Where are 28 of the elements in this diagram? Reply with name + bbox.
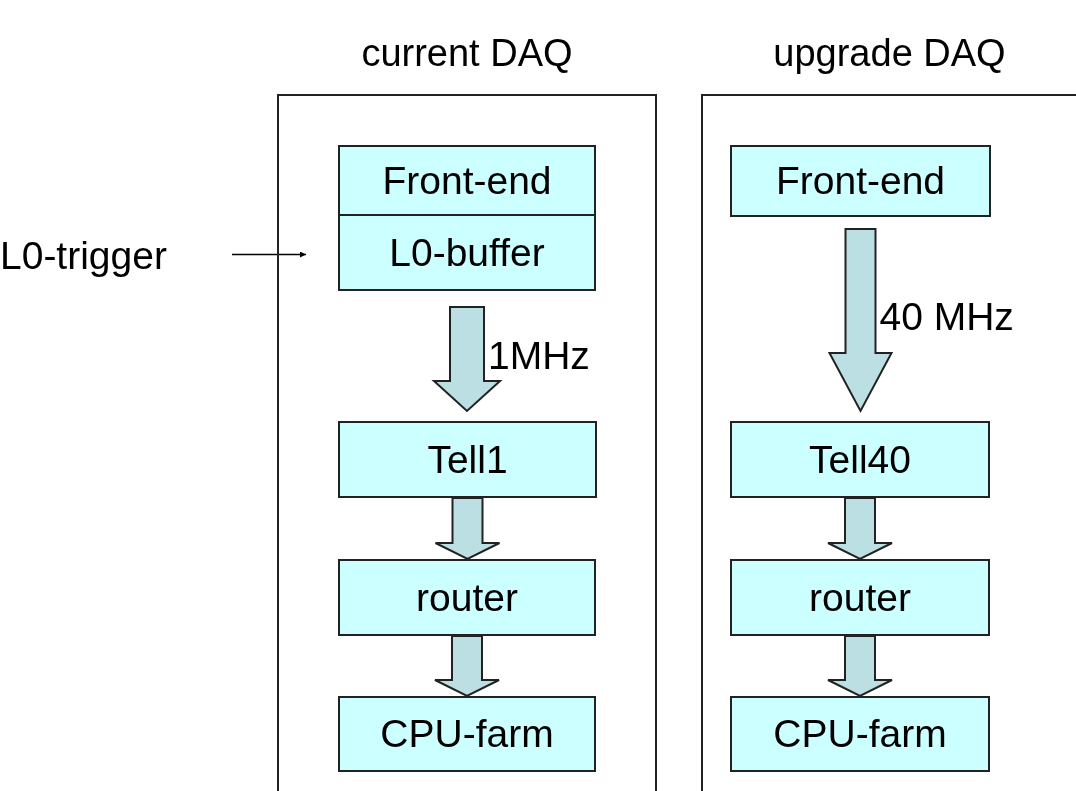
process-box — [338, 421, 597, 498]
box-label: Front-end — [382, 158, 552, 203]
trigger-label: L0-trigger — [0, 234, 167, 278]
box-label: Tell40 — [809, 437, 911, 482]
panel-heading: current DAQ — [360, 32, 574, 75]
box-label: Front-end — [775, 159, 946, 203]
process-box — [730, 559, 990, 636]
block-arrow — [434, 497, 501, 561]
process-box — [730, 145, 991, 217]
process-box — [338, 559, 596, 636]
box-label: router — [416, 575, 518, 620]
block-arrow — [827, 228, 894, 414]
process-box — [338, 214, 596, 291]
block-arrow — [431, 306, 503, 413]
process-box — [338, 145, 596, 216]
box-label: router — [809, 575, 911, 620]
process-box — [730, 696, 990, 772]
block-arrow — [434, 635, 500, 698]
panel-heading: upgrade DAQ — [772, 32, 1007, 75]
box-label: Tell1 — [427, 437, 508, 482]
process-box — [730, 421, 990, 498]
process-box — [338, 696, 596, 772]
box-label: CPU-farm — [380, 712, 554, 756]
block-arrow — [827, 497, 893, 561]
box-label: L0-buffer — [389, 230, 545, 275]
box-label: CPU-farm — [773, 712, 947, 756]
block-arrow — [827, 635, 893, 698]
arrow — [231, 251, 307, 258]
